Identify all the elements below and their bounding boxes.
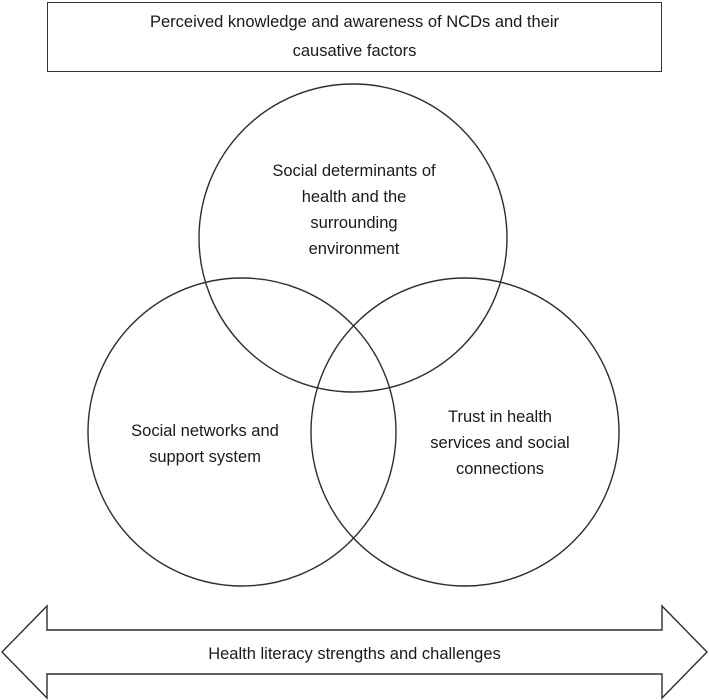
circle-left-line-1: Social networks and — [131, 422, 279, 440]
arrow-label: Health literacy strengths and challenges — [208, 645, 501, 663]
circle-right-line-1: Trust in health — [448, 408, 552, 426]
circle-label-social-determinants: Social determinants of health and the su… — [226, 158, 482, 262]
header-line-1: Perceived knowledge and awareness of NCD… — [149, 13, 560, 31]
header-line-2: causative factors — [292, 42, 417, 60]
circle-top-line-1: Social determinants of — [272, 162, 436, 180]
circle-right-line-3: connections — [455, 460, 545, 478]
circle-top-line-4: environment — [308, 240, 400, 258]
circle-social-networks — [87, 277, 397, 587]
circle-label-social-networks: Social networks and support system — [100, 418, 310, 470]
circle-top-line-2: health and the — [301, 188, 407, 206]
circle-social-determinants — [198, 83, 508, 393]
circle-right-line-2: services and social — [430, 434, 570, 452]
circle-top-line-3: surrounding — [310, 214, 398, 232]
double-headed-arrow — [1, 604, 708, 700]
circle-label-trust-in-health: Trust in health services and social conn… — [390, 404, 610, 482]
circle-left-line-2: support system — [149, 448, 261, 466]
header-box: Perceived knowledge and awareness of NCD… — [47, 2, 662, 72]
circle-trust-in-health — [310, 277, 620, 587]
